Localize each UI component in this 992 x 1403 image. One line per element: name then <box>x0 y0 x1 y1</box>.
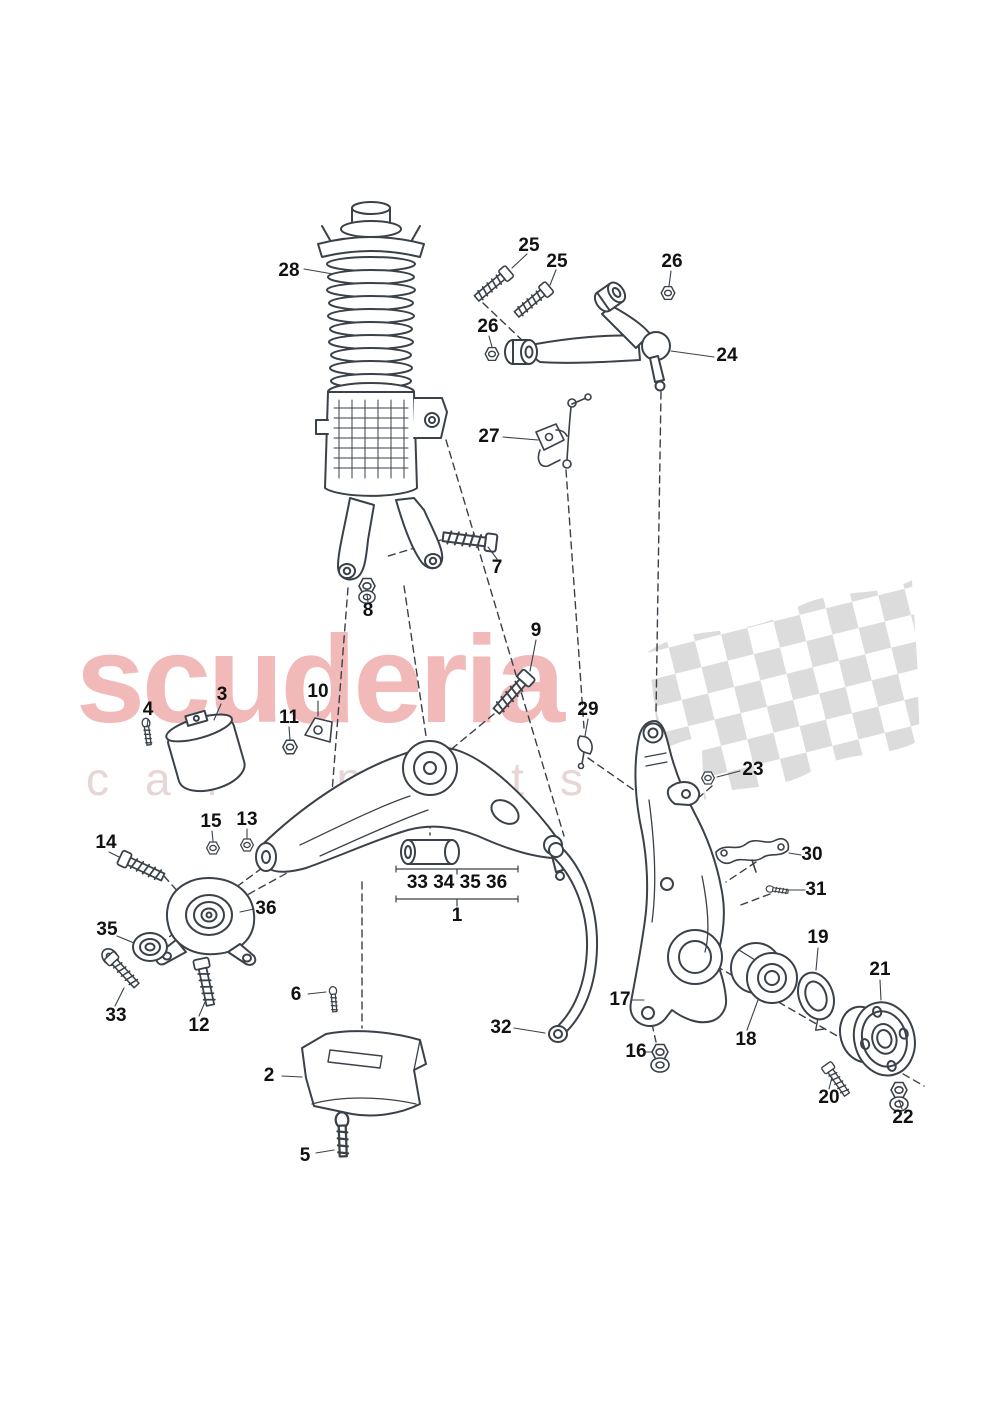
part-callout-2: 2 <box>263 1065 275 1086</box>
wheel-hub <box>839 1001 916 1077</box>
steering-knuckle <box>629 720 728 1028</box>
part-callout-19: 19 <box>807 927 829 948</box>
part-callout-1: 1 <box>451 905 463 926</box>
part-callout-10: 10 <box>307 681 329 702</box>
part-callout-23: 23 <box>742 759 764 780</box>
part-callout-25: 25 <box>518 235 540 256</box>
part-callout-32: 32 <box>490 1017 512 1038</box>
level-sensor-linkage <box>535 393 592 469</box>
checkered-flag-watermark <box>648 580 920 800</box>
wheel-bearing <box>730 942 798 1004</box>
part-callout-24: 24 <box>716 345 738 366</box>
part-callout-29: 29 <box>577 699 599 720</box>
part-callout-30: 30 <box>801 844 823 865</box>
washer-35 <box>132 932 168 962</box>
cover-cap <box>165 709 246 792</box>
part-callout-7: 7 <box>491 557 503 578</box>
small-bracket <box>304 717 333 743</box>
part-callout-14: 14 <box>95 832 117 853</box>
part-callout-15: 15 <box>200 811 222 832</box>
part-callout-27: 27 <box>478 426 500 447</box>
part-callout-26: 26 <box>661 251 683 272</box>
part-callout-25: 25 <box>546 251 568 272</box>
part-callout-33-34-35-36: 33 34 35 36 <box>406 872 508 893</box>
part-callout-26: 26 <box>477 316 499 337</box>
leader-lines <box>108 253 903 1154</box>
retaining-clip <box>577 735 593 770</box>
part-callout-12: 12 <box>188 1015 210 1036</box>
part-callout-16: 16 <box>625 1041 647 1062</box>
upper-control-arm <box>504 281 671 392</box>
part-callout-4: 4 <box>142 699 154 720</box>
part-callout-5: 5 <box>299 1145 311 1166</box>
part-callout-9: 9 <box>530 620 542 641</box>
lower-control-arm <box>255 740 565 881</box>
part-callout-31: 31 <box>805 879 827 900</box>
part-callout-21: 21 <box>869 959 891 980</box>
part-callout-13: 13 <box>236 809 258 830</box>
part-callout-11: 11 <box>278 707 300 728</box>
part-callout-6: 6 <box>290 984 302 1005</box>
hose-bracket <box>715 837 790 873</box>
part-callout-8: 8 <box>362 600 374 621</box>
part-callout-33: 33 <box>105 1005 127 1026</box>
part-callout-17: 17 <box>609 989 631 1010</box>
part-callout-20: 20 <box>818 1087 840 1108</box>
group-brackets <box>395 865 519 907</box>
part-callout-28: 28 <box>278 260 300 281</box>
part-callout-36: 36 <box>255 898 277 919</box>
part-callout-18: 18 <box>735 1029 757 1050</box>
part-callout-3: 3 <box>216 684 228 705</box>
stabilizer-link <box>548 842 599 1043</box>
splash-plate <box>797 971 835 1031</box>
part-callout-22: 22 <box>892 1107 914 1128</box>
part-callout-35: 35 <box>96 919 118 940</box>
splash-shield <box>301 1030 427 1117</box>
air-strut <box>315 201 448 581</box>
